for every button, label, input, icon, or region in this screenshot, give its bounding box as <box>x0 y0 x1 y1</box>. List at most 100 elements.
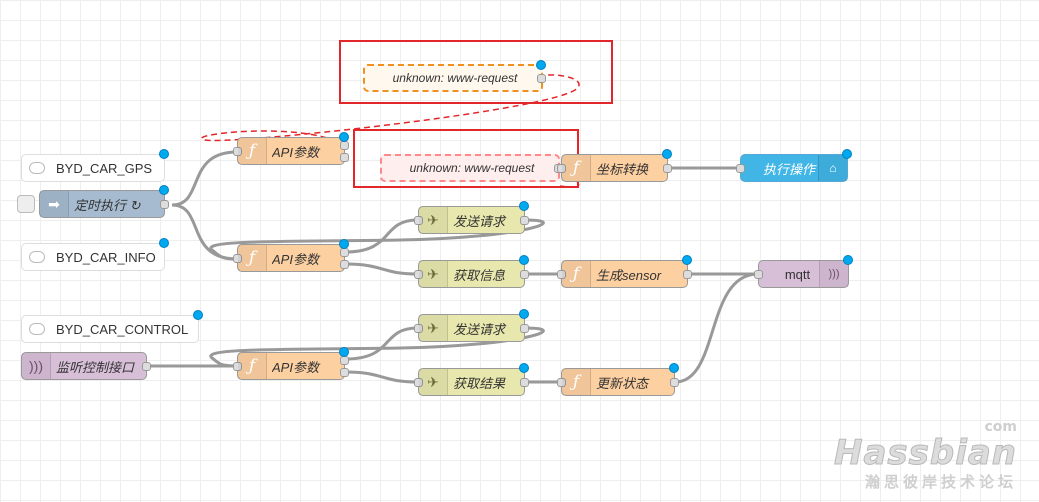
wire <box>344 262 419 276</box>
watermark-tld: com <box>984 419 1017 435</box>
mqtt-in-node[interactable]: ))) 监听控制接口 <box>21 352 151 380</box>
input-port[interactable] <box>414 378 423 387</box>
function-node-api-2[interactable]: ƒ API参数 <box>233 239 349 272</box>
mqtt-wave-icon: ))) <box>819 261 848 287</box>
changed-indicator <box>682 255 692 265</box>
output-port-2[interactable] <box>340 368 349 377</box>
output-port[interactable] <box>142 362 151 371</box>
unknown-node-www-request-2[interactable]: unknown: www-request <box>380 154 563 182</box>
node-label: 执行操作 <box>763 161 816 177</box>
function-node-api-3[interactable]: ƒ API参数 <box>233 347 349 380</box>
input-port[interactable] <box>557 378 566 387</box>
wire <box>209 326 545 368</box>
broken-wire <box>201 74 580 146</box>
function-node-update[interactable]: ƒ 更新状态 <box>557 363 679 396</box>
input-port[interactable] <box>233 147 242 156</box>
output-port-1[interactable] <box>340 141 349 150</box>
function-icon: ƒ <box>562 369 591 395</box>
wire <box>674 272 759 384</box>
inject-trigger-button[interactable] <box>17 195 35 213</box>
function-node-coord[interactable]: ƒ 坐标转换 <box>557 149 672 182</box>
node-label: 获取信息 <box>453 267 506 283</box>
node-label: 生成sensor <box>596 267 662 283</box>
output-port[interactable] <box>520 270 529 279</box>
output-port[interactable] <box>537 74 546 83</box>
output-port-2[interactable] <box>340 260 349 269</box>
inject-node-timer[interactable]: ➡ 定时执行 ↻ <box>17 185 169 218</box>
input-port[interactable] <box>414 216 423 225</box>
node-label: API参数 <box>272 144 319 160</box>
globe-icon: ✈ <box>419 207 448 233</box>
changed-indicator <box>159 238 169 248</box>
changed-indicator <box>159 149 169 159</box>
output-port-1[interactable] <box>340 248 349 257</box>
changed-indicator <box>842 149 852 159</box>
node-label: 发送请求 <box>453 321 506 337</box>
output-port[interactable] <box>670 378 679 387</box>
watermark: com Hassbian 瀚思彼岸技术论坛 <box>833 419 1017 492</box>
http-request-node-send-2[interactable]: ✈ 发送请求 <box>414 309 529 342</box>
input-port[interactable] <box>736 164 745 173</box>
comment-node-gps[interactable]: BYD_CAR_GPS <box>21 149 169 182</box>
output-port[interactable] <box>520 324 529 333</box>
changed-indicator <box>536 60 546 70</box>
node-label: 更新状态 <box>596 375 649 391</box>
function-node-api-1[interactable]: ƒ API参数 <box>233 132 349 165</box>
changed-indicator <box>519 363 529 373</box>
changed-indicator <box>519 255 529 265</box>
wire <box>209 218 545 261</box>
router-icon: ⌂ <box>818 155 847 181</box>
output-port[interactable] <box>683 270 692 279</box>
function-icon: ƒ <box>238 245 267 271</box>
highlight-box-1 <box>339 40 613 104</box>
http-request-node-get-info[interactable]: ✈ 获取信息 <box>414 255 529 288</box>
watermark-brand: Hassbian <box>833 433 1017 474</box>
unknown-node-www-request-1[interactable]: unknown: www-request <box>363 60 546 92</box>
mqtt-out-node[interactable]: mqtt ))) <box>754 255 853 288</box>
input-port[interactable] <box>414 270 423 279</box>
changed-indicator <box>339 132 349 142</box>
output-port[interactable] <box>520 216 529 225</box>
mqtt-wave-icon: ))) <box>22 353 51 379</box>
node-label: BYD_CAR_GPS <box>56 160 153 176</box>
comment-icon <box>22 155 52 181</box>
globe-icon: ✈ <box>419 369 448 395</box>
comment-node-control[interactable]: BYD_CAR_CONTROL <box>21 310 203 343</box>
output-port[interactable] <box>160 200 169 209</box>
inject-arrow-icon: ➡ <box>40 191 69 217</box>
node-label: 获取结果 <box>453 375 506 391</box>
input-port[interactable] <box>233 254 242 263</box>
changed-indicator <box>662 149 672 159</box>
input-port[interactable] <box>414 324 423 333</box>
node-label: 坐标转换 <box>596 161 649 177</box>
http-request-node-send-1[interactable]: ✈ 发送请求 <box>414 201 529 234</box>
input-port[interactable] <box>754 270 763 279</box>
action-node-exec[interactable]: 执行操作 ⌂ <box>736 149 852 182</box>
changed-indicator <box>519 201 529 211</box>
input-port[interactable] <box>557 270 566 279</box>
wire <box>344 218 419 254</box>
changed-indicator <box>339 239 349 249</box>
changed-indicator <box>843 255 853 265</box>
output-port-2[interactable] <box>340 153 349 162</box>
node-label: 定时执行 ↻ <box>74 197 141 213</box>
changed-indicator <box>519 309 529 319</box>
changed-indicator <box>339 347 349 357</box>
node-label: API参数 <box>272 251 319 267</box>
node-label: 监听控制接口 <box>56 359 135 375</box>
comment-node-info[interactable]: BYD_CAR_INFO <box>21 238 169 271</box>
output-port-1[interactable] <box>340 356 349 365</box>
output-port[interactable] <box>663 164 672 173</box>
comment-icon <box>22 244 52 270</box>
wire <box>171 203 238 261</box>
function-node-sensor[interactable]: ƒ 生成sensor <box>557 255 692 288</box>
http-request-node-get-result[interactable]: ✈ 获取结果 <box>414 363 529 396</box>
comment-icon <box>22 316 52 342</box>
input-port[interactable] <box>233 362 242 371</box>
node-label: unknown: www-request <box>392 71 518 85</box>
function-icon: ƒ <box>238 138 267 164</box>
changed-indicator <box>669 363 679 373</box>
input-port[interactable] <box>557 164 566 173</box>
output-port[interactable] <box>520 378 529 387</box>
